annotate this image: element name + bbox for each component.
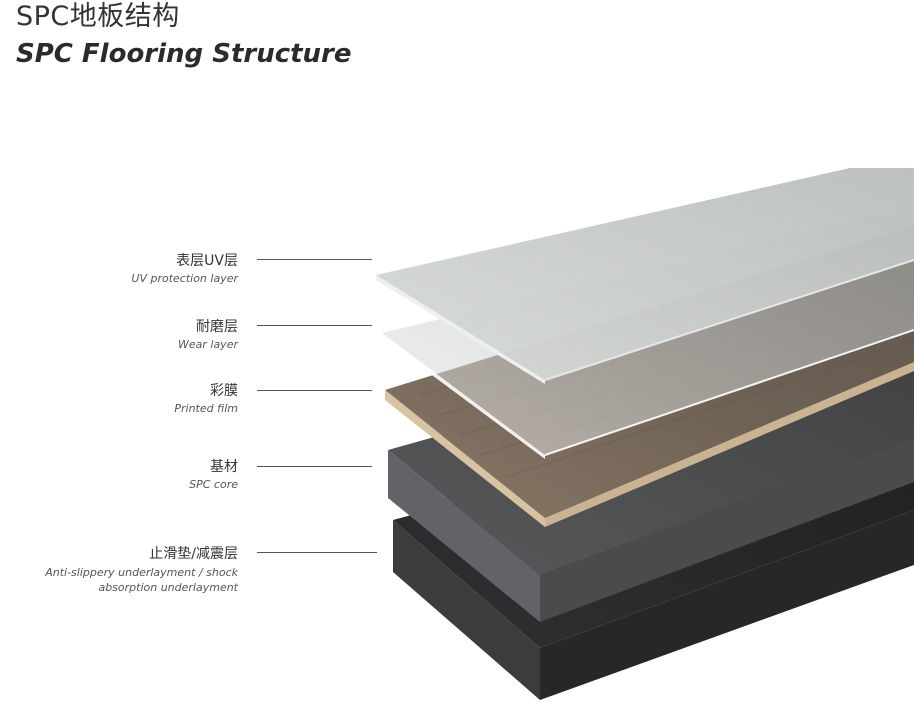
layer-label-wear: 耐磨层 Wear layer <box>178 318 238 352</box>
layer-label-zh: 基材 <box>210 459 238 475</box>
layer-label-printed-film: 彩膜 Printed film <box>174 382 238 416</box>
layer-label-en: Printed film <box>174 402 238 415</box>
layer-label-en: SPC core <box>189 478 238 491</box>
layer-label-uv: 表层UV层 UV protection layer <box>131 252 238 286</box>
layer-label-zh: 耐磨层 <box>196 319 238 335</box>
layer-label-zh: 彩膜 <box>210 383 238 399</box>
layer-label-zh: 止滑垫/减震层 <box>149 546 238 562</box>
leader-line-spc-core <box>257 466 372 467</box>
layer-label-spc-core: 基材 SPC core <box>189 458 238 492</box>
uv-protection-layer <box>376 168 914 384</box>
page-title-chinese: SPC地板结构 <box>16 1 180 32</box>
leader-line-uv <box>257 259 372 260</box>
layer-label-zh: 表层UV层 <box>176 253 238 269</box>
layer-label-en: UV protection layer <box>131 272 238 285</box>
leader-line-underlayment <box>257 552 377 553</box>
layer-label-en: Wear layer <box>177 338 238 351</box>
leader-line-printed-film <box>257 390 372 391</box>
layer-label-en: Anti-slippery underlayment / shock absor… <box>45 566 238 594</box>
leader-line-wear <box>257 325 372 326</box>
layer-label-underlayment: 止滑垫/减震层 Anti-slippery underlayment / sho… <box>28 545 238 595</box>
page-title-english: SPC Flooring Structure <box>16 39 352 69</box>
